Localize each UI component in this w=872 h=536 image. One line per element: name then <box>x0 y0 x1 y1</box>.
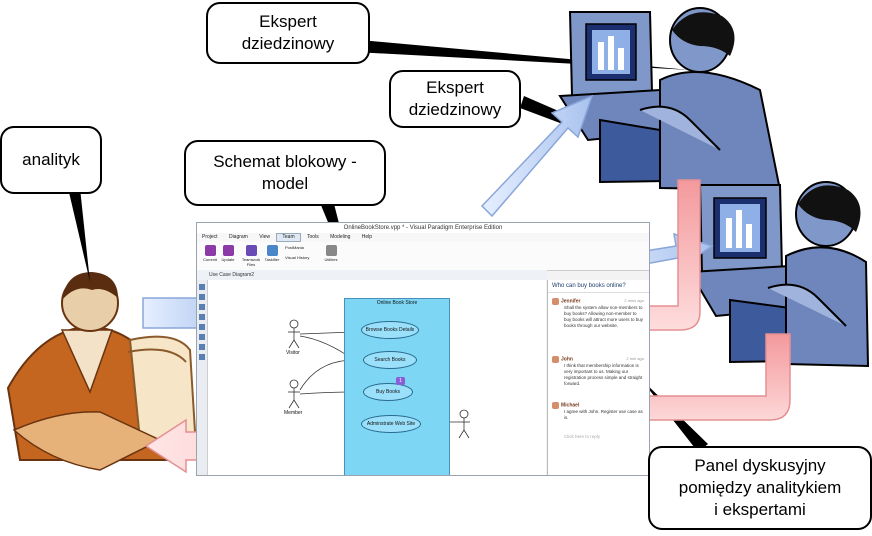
arrow-model-to-expert-top <box>480 94 594 218</box>
message-time: 2 min ago <box>626 356 644 361</box>
avatar <box>552 402 559 409</box>
callout-panel-line3: i ekspertami <box>714 500 806 519</box>
expert-top-figure <box>558 7 782 192</box>
use-case-label: Search Books <box>374 357 406 363</box>
window-title: OnlineBookStore.vpp * - Visual Paradigm … <box>197 223 649 233</box>
tool-icon[interactable] <box>199 334 205 340</box>
commit-icon <box>204 245 216 256</box>
commit-label: Commit <box>203 257 217 262</box>
use-case-buy-books[interactable]: Buy Books <box>363 383 413 401</box>
tool-icon[interactable] <box>199 314 205 320</box>
menu-project[interactable]: Project <box>202 234 218 240</box>
visual-paradigm-window: OnlineBookStore.vpp * - Visual Paradigm … <box>196 222 650 476</box>
use-case-administrate-site[interactable]: Adminstrate Web Site <box>361 415 421 433</box>
postmania-label: PostMania <box>285 245 304 250</box>
message-text: Shall the system allow non-members to bu… <box>564 305 644 328</box>
expert-bottom-figure <box>688 181 870 368</box>
analyst-figure <box>6 272 198 471</box>
taskifier-label: Taskifier <box>264 257 280 262</box>
message-text: I think that membership information is v… <box>564 363 643 386</box>
reply-link[interactable]: Click here to reply <box>564 434 601 439</box>
callout-expert-top: Ekspert dziedzinowy <box>206 2 370 64</box>
menu-team[interactable]: Team <box>276 233 301 242</box>
avatar <box>552 356 559 363</box>
tool-icon[interactable] <box>199 344 205 350</box>
callout-expert-mid: Ekspert dziedzinowy <box>389 70 521 128</box>
actor-member-label: Member <box>284 410 303 416</box>
use-case-label: Buy Books <box>376 389 400 395</box>
callout-expert-top-line2: dziedzinowy <box>241 34 335 53</box>
callout-schemat-line2: model <box>261 174 309 193</box>
tool-icon[interactable] <box>199 354 205 360</box>
actor-visitor-label: Visitor <box>286 350 300 356</box>
callout-schemat: Schemat blokowy - model <box>184 140 386 206</box>
message-author: Jennifer <box>561 298 581 305</box>
update-label: Update <box>221 257 235 262</box>
taskifier-button[interactable]: Taskifier <box>263 245 281 262</box>
taskifier-icon <box>266 245 278 256</box>
use-case-browse-books[interactable]: Browse Books Details <box>361 321 419 339</box>
system-boundary[interactable]: Online Book Store Browse Books Details S… <box>344 298 450 475</box>
message-item: Jennifer 2 mins ago Shall the system all… <box>552 298 644 353</box>
message-item: Michael I agree with John. Register use … <box>552 402 644 423</box>
diagram-tab[interactable]: Use Case Diagram2 <box>197 270 547 280</box>
teamwork-files-label: Teamwork Files <box>241 257 261 267</box>
update-icon <box>222 245 234 256</box>
callout-expert-mid-line1: Ekspert <box>426 78 484 97</box>
discussion-panel: Who can buy books online? Jennifer 2 min… <box>547 280 649 475</box>
system-title: Online Book Store <box>376 300 418 306</box>
utilities-label: Utilities <box>324 257 338 262</box>
utilities-icon <box>325 245 337 256</box>
tool-icon[interactable] <box>199 294 205 300</box>
postmania-button[interactable]: PostMania <box>285 245 317 250</box>
menu-diagram[interactable]: Diagram <box>228 234 248 240</box>
visual-history-button[interactable]: Visual History <box>285 255 321 260</box>
tool-icon[interactable] <box>199 284 205 290</box>
comment-badge[interactable]: 1 <box>396 377 405 385</box>
diagram-toolbox <box>197 280 207 475</box>
message-item: John 2 min ago I think that membership i… <box>552 356 644 393</box>
menu-bar: Project Diagram View Team Tools Modeling… <box>197 233 649 242</box>
commit-button[interactable]: Commit <box>201 245 219 262</box>
utilities-button[interactable]: Utilities <box>321 245 341 262</box>
message-author: Michael <box>561 402 580 409</box>
use-case-search-books[interactable]: Search Books <box>363 351 417 369</box>
menu-help[interactable]: Help <box>361 234 373 240</box>
callout-panel-line1: Panel dyskusyjny <box>694 456 826 475</box>
discussion-title: Who can buy books online? <box>548 280 649 293</box>
visual-history-label: Visual History <box>285 255 310 260</box>
callout-panel-line2: pomiędzy analitykiem <box>678 478 842 497</box>
callout-analyst-text: analityk <box>22 150 80 169</box>
avatar <box>552 298 559 305</box>
callout-panel: Panel dyskusyjny pomiędzy analitykiem i … <box>648 446 872 530</box>
menu-view[interactable]: View <box>259 234 270 240</box>
tool-icon[interactable] <box>199 304 205 310</box>
ribbon-toolbar: Commit Update Teamwork Files Taskifier P… <box>197 242 649 271</box>
menu-tools[interactable]: Tools <box>307 234 319 240</box>
tool-icon[interactable] <box>199 324 205 330</box>
teamwork-files-icon <box>245 245 257 256</box>
use-case-label: Adminstrate Web Site <box>366 421 416 427</box>
diagram-tab-label: Use Case Diagram2 <box>209 272 255 278</box>
callout-schemat-line1: Schemat blokowy - <box>213 152 357 171</box>
message-author: John <box>561 356 573 363</box>
callout-expert-top-line1: Ekspert <box>259 12 317 31</box>
update-button[interactable]: Update <box>219 245 237 262</box>
message-text: I agree with John. Register use case as … <box>564 409 643 420</box>
use-case-label: Browse Books Details <box>365 327 415 333</box>
message-time: 2 mins ago <box>624 298 644 303</box>
teamwork-files-button[interactable]: Teamwork Files <box>239 245 263 267</box>
use-case-canvas[interactable]: Online Book Store Browse Books Details S… <box>207 280 546 475</box>
callout-analyst: analityk <box>0 126 102 194</box>
menu-modeling[interactable]: Modeling <box>330 234 351 240</box>
callout-expert-mid-line2: dziedzinowy <box>408 100 502 119</box>
use-case-connectors <box>288 319 470 439</box>
